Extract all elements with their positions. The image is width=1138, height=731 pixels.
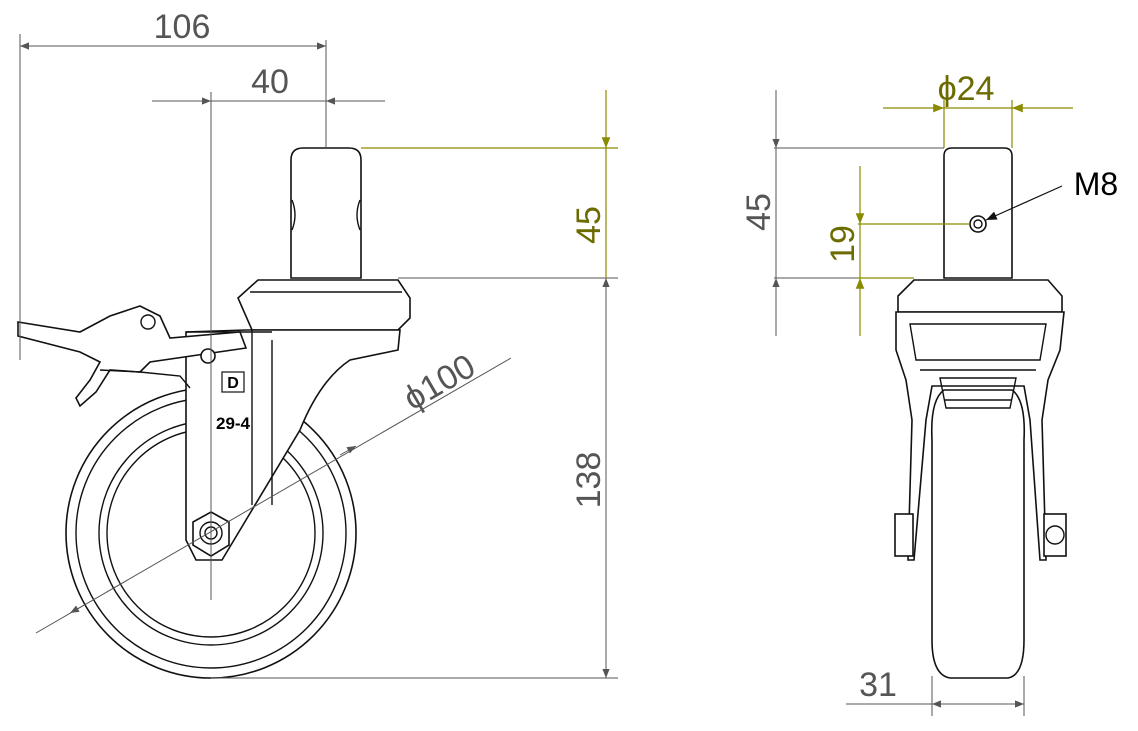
wheel-front <box>930 389 1026 679</box>
dim-hole-height: 19 <box>824 225 862 263</box>
stem-front <box>943 147 1013 279</box>
axle-cap-right <box>1043 513 1067 557</box>
model-code: 29-4 <box>216 414 251 433</box>
swivel-fork-side <box>185 279 411 561</box>
dim-overall-width: 106 <box>154 8 211 46</box>
pivot-hole <box>200 348 216 364</box>
brand-logo: D <box>221 371 245 393</box>
axle-cap-left <box>894 513 914 557</box>
dim-stem-height-side: 45 <box>570 206 608 244</box>
brake-pedal <box>17 305 248 408</box>
dim-total-height: 138 <box>570 452 608 509</box>
fork-front <box>895 279 1065 561</box>
dim-stem-diameter: ϕ24 <box>938 70 995 108</box>
stem-side <box>290 147 362 279</box>
thread-label: M8 <box>1074 166 1118 202</box>
dim-stem-height-front: 45 <box>740 193 778 231</box>
m8-hole <box>969 215 987 233</box>
brand-logo-text: D <box>227 375 239 392</box>
dim-stem-offset: 40 <box>251 63 289 101</box>
dim-wheel-width: 31 <box>859 666 897 704</box>
front-view: ϕ24 45 19 M8 31 <box>740 70 1118 716</box>
side-view: D 29-4 106 40 ϕ100 45 138 <box>17 8 618 679</box>
dim-wheel-diameter: ϕ100 <box>397 347 482 418</box>
